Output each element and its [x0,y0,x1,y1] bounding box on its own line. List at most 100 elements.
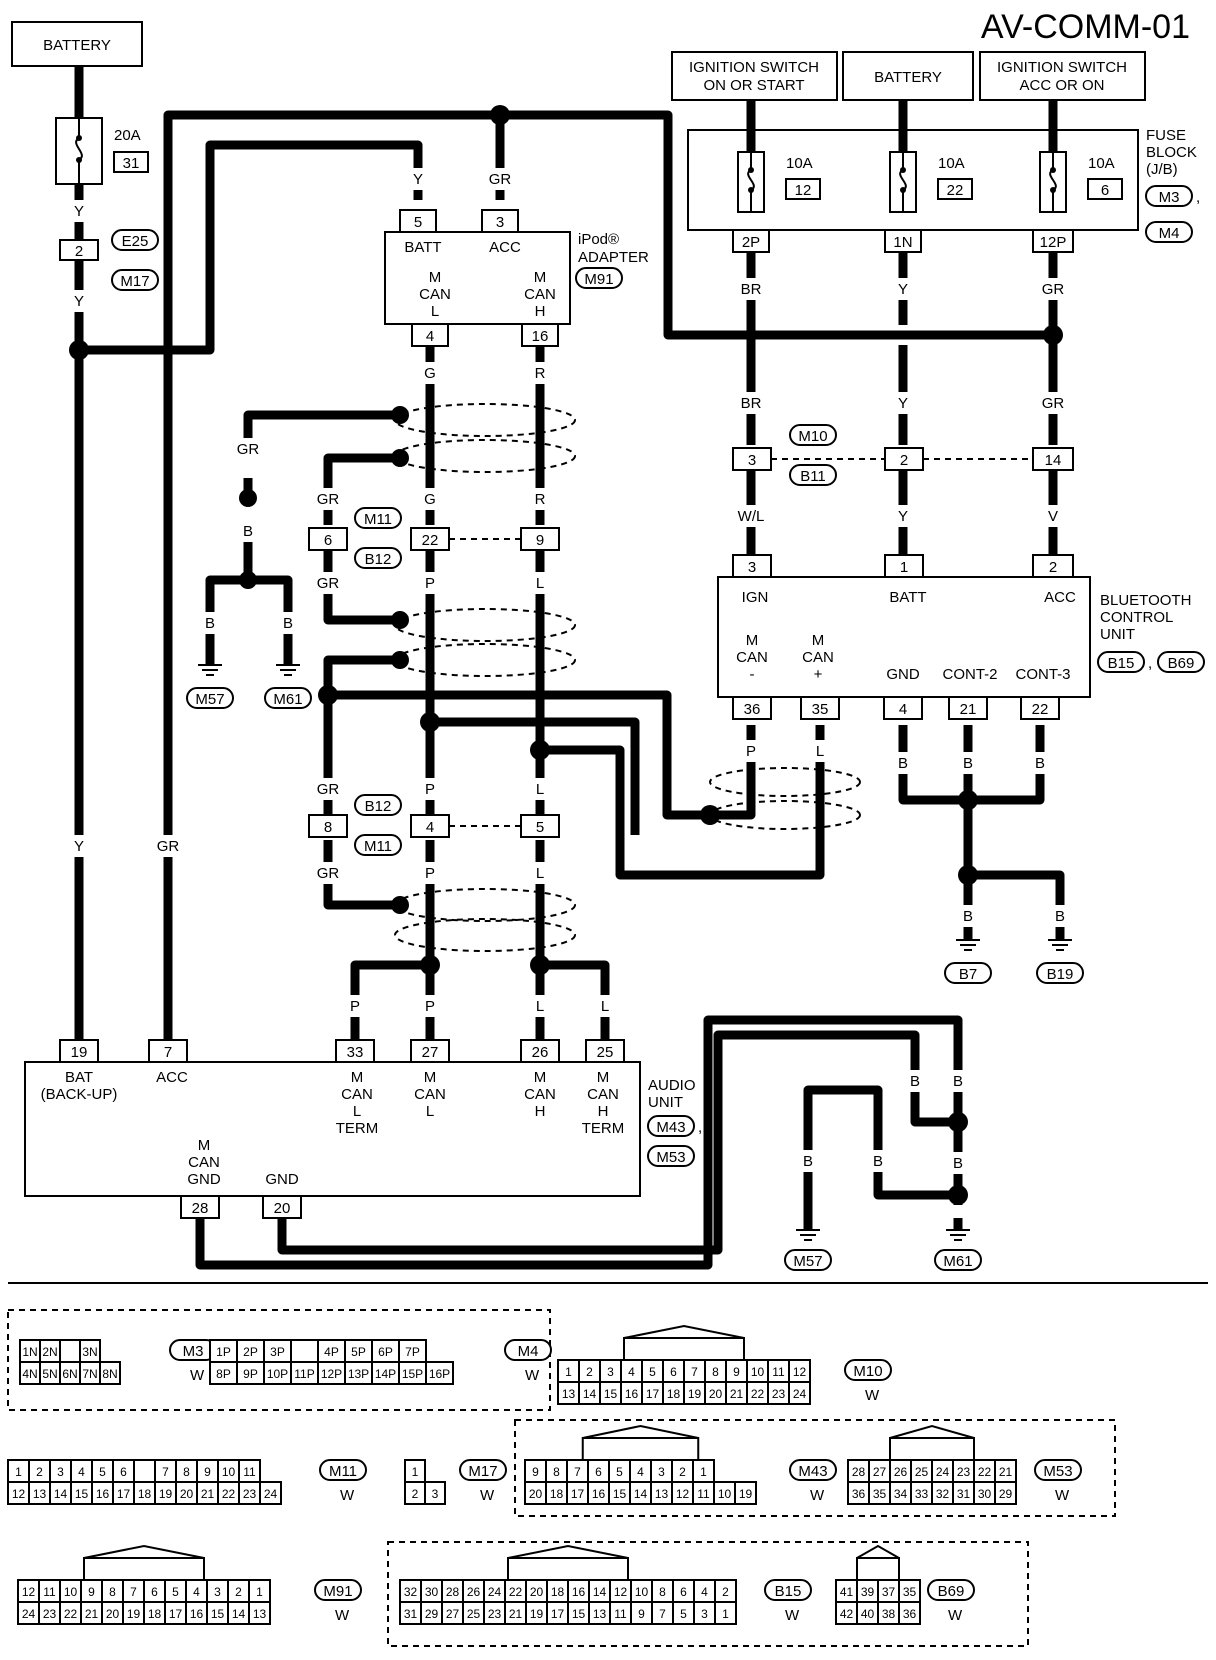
connector-pin-label: 6P [378,1345,393,1359]
connector-color: W [340,1487,355,1504]
connector-pin-label: 21 [999,1465,1013,1479]
connector-pin-label: 2 [235,1585,242,1599]
connector-pin-label: 22 [222,1487,236,1501]
svg-text:12P: 12P [1040,234,1067,251]
connector-color: W [335,1607,350,1624]
svg-text:P: P [425,865,435,882]
connector-pin-label: 18 [667,1387,681,1401]
svg-text:B69: B69 [1168,655,1195,672]
connector-pin-label: 7 [574,1465,581,1479]
connector-pin-label: 10 [64,1585,78,1599]
svg-text:P: P [746,743,756,760]
connector-pin-label: 41 [840,1585,854,1599]
connector-pin-label: 1P [216,1345,231,1359]
svg-text:M: M [812,632,825,649]
ground-m57-bottom: M57 [784,1229,832,1271]
connector-pin-label: 25 [915,1465,929,1479]
connector-pin-label: 7 [162,1465,169,1479]
svg-text:1N: 1N [893,234,912,251]
connector-pin-label: 12 [614,1585,628,1599]
connector-pin-label: 20 [529,1487,543,1501]
connector-pin-label: 6 [680,1585,687,1599]
connector-color: W [480,1487,495,1504]
svg-text:CONT-3: CONT-3 [1015,666,1070,683]
svg-text:M: M [534,269,547,286]
svg-text:P: P [425,575,435,592]
svg-text:3: 3 [748,452,756,469]
connector-cavity [424,1481,446,1505]
connector-pin-label: 29 [999,1487,1013,1501]
connector-pin-label: 7 [130,1585,137,1599]
connector-pin-label: 3 [432,1487,439,1501]
fuse-terminal-2p: 2P [732,229,770,253]
connector-color: W [525,1367,540,1384]
connector-cavity [248,1601,271,1625]
connector-pin-label: 6N [62,1367,77,1381]
connector-pin-label: 27 [446,1607,460,1621]
connector-pin-label: 7 [691,1365,698,1379]
connector-pin-label: 3N [82,1345,97,1359]
svg-text:GR: GR [317,865,340,882]
svg-text:28: 28 [192,1200,209,1217]
connector-pin-label: 19 [530,1607,544,1621]
fuse-22-num: 22 [947,182,964,199]
connector-hood [623,1324,745,1360]
ipod-pin-16: 16 [532,328,549,345]
svg-text:25: 25 [597,1044,614,1061]
svg-text:M: M [746,632,759,649]
connector-pin-label: 42 [840,1607,854,1621]
svg-text:R: R [535,491,546,508]
connector-id: M53 [1043,1463,1072,1480]
svg-text:-: - [750,666,755,683]
joint-e25-m17: 2 E25 M17 [59,229,159,291]
connector-cavity [734,1481,757,1505]
svg-text:GR: GR [317,575,340,592]
ground-m61-bottom: M61 [934,1229,982,1271]
connector-pin-label: 13 [655,1487,669,1501]
connector-pin-label: 17 [117,1487,131,1501]
connector-pin-label: 15 [75,1487,89,1501]
connector-id: B69 [938,1583,965,1600]
fuse-6-num: 6 [1101,182,1109,199]
connector-pin-label: 10 [635,1585,649,1599]
connector-pin-label: 10 [222,1465,236,1479]
svg-text:14: 14 [1045,452,1062,469]
svg-text:AUDIO: AUDIO [648,1077,696,1094]
svg-text:21: 21 [960,701,977,718]
connector-pin-label: 1N [22,1345,37,1359]
ipod-adapter: 5 3 BATT ACC M CAN L M CAN H 4 16 iPod® … [384,209,649,347]
connector-pin-label: 5P [351,1345,366,1359]
connector-cavity [99,1361,121,1385]
svg-text:B: B [963,908,973,925]
connector-pin-label: 6 [120,1465,127,1479]
connector-pin-label: 16 [96,1487,110,1501]
connector-pin-label: 33 [915,1487,929,1501]
connector-pin-label: 4 [628,1365,635,1379]
connector-pin-label: 18 [550,1487,564,1501]
svg-text:22: 22 [422,532,439,549]
connector-hood [507,1544,629,1580]
svg-text:CAN: CAN [524,286,556,303]
svg-text:4: 4 [426,819,434,836]
connector-pin-label: 7P [405,1345,420,1359]
connector-pin-label: 3 [214,1585,221,1599]
svg-text:ACC: ACC [156,1069,188,1086]
connector-pin-label: 31 [957,1487,971,1501]
svg-text:,: , [1196,189,1200,206]
fuse-block-line2: BLOCK [1146,144,1197,161]
connector-pin-label: 22 [64,1607,78,1621]
svg-text:20: 20 [274,1200,291,1217]
fuse-22: 10A 22 [889,151,973,213]
fuse-31-num: 31 [123,155,140,172]
svg-text:Y: Y [898,508,908,525]
connector-pin-label: 17 [551,1607,565,1621]
svg-text:GR: GR [1042,395,1065,412]
connector-pin-label: 5 [680,1607,687,1621]
connector-pin-label: 19 [739,1487,753,1501]
svg-text:GR: GR [157,838,180,855]
ipod-pin-3: 3 [496,214,504,231]
svg-text:P: P [350,998,360,1015]
